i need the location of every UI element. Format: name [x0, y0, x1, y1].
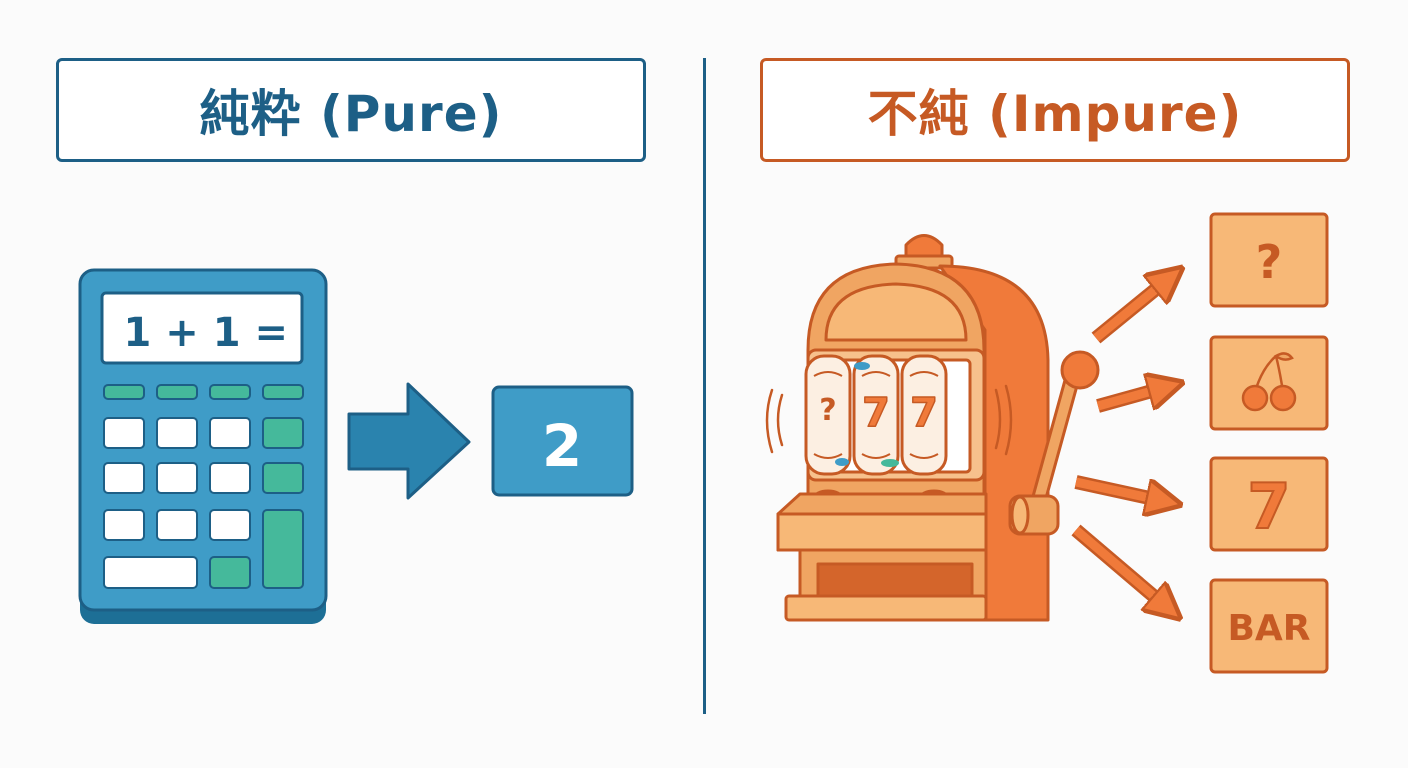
reel-3-symbol: 7	[910, 390, 938, 436]
calculator-display-text: 1 + 1 =	[124, 310, 288, 356]
calculator-display	[100, 291, 304, 365]
motion-lines	[765, 384, 1013, 456]
center-divider	[703, 58, 706, 714]
arrow-to-outcome-4	[1071, 524, 1170, 610]
reel-2: 7	[852, 354, 900, 476]
cherries-icon	[1241, 352, 1297, 412]
outcome-bar: BAR	[1209, 578, 1329, 674]
reel-1-symbol: ?	[819, 393, 836, 428]
calculator-icon: 1 + 1 =	[78, 268, 328, 624]
pure-title: 純粋 (Pure)	[199, 85, 503, 143]
impure-title: 不純 (Impure)	[867, 85, 1243, 143]
reel-3: 7	[900, 354, 948, 476]
arrow-to-outcome-2	[1096, 386, 1170, 413]
impure-title-box: 不純 (Impure)	[760, 58, 1350, 162]
outcome-arrows	[1071, 276, 1172, 610]
outcome-seven-label: 7	[1247, 470, 1290, 543]
outcome-bar-label: BAR	[1227, 608, 1310, 649]
outcome-question: ?	[1209, 212, 1329, 308]
reel-1: ?	[804, 354, 852, 476]
arrow-to-outcome-1	[1091, 276, 1172, 344]
result-value: 2	[542, 412, 582, 480]
slot-machine-icon: ? 7 7	[765, 234, 1100, 622]
pure-title-box: 純粋 (Pure)	[56, 58, 646, 162]
reel-2-symbol: 7	[862, 390, 890, 436]
result-box: 2	[491, 385, 634, 497]
arrow-to-outcome-3	[1074, 475, 1168, 502]
outcome-question-label: ?	[1256, 235, 1283, 289]
right-arrow-icon	[347, 382, 471, 500]
outcome-cherries	[1209, 335, 1329, 431]
outcome-seven: 7	[1209, 456, 1329, 552]
